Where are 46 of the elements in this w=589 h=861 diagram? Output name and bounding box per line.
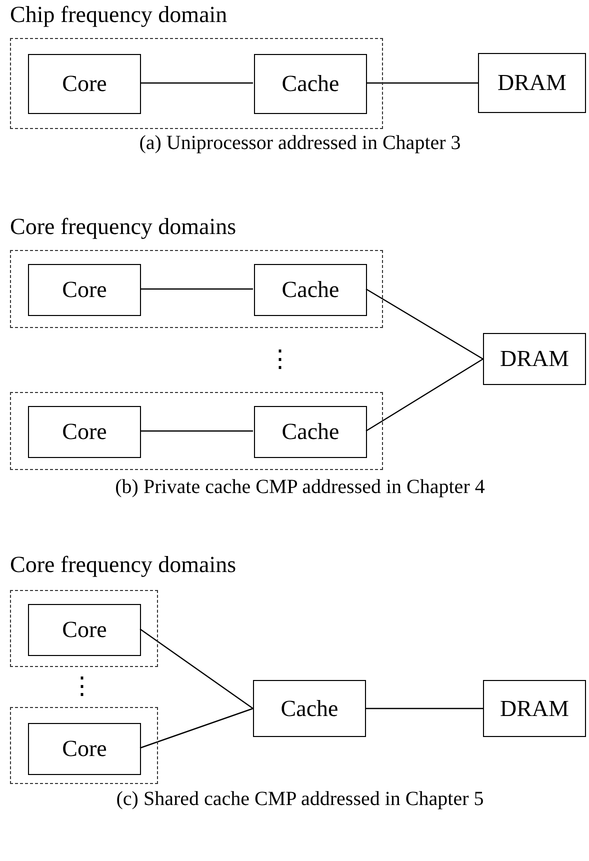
- component-box: [28, 406, 141, 458]
- component-box: [253, 680, 366, 737]
- node-label: DRAM: [497, 70, 566, 96]
- node-label: Cache: [282, 419, 340, 445]
- frequency-domain-region: [10, 38, 383, 129]
- connector-line: [366, 708, 483, 710]
- component-box: [483, 333, 586, 385]
- frequency-domain-region: [10, 707, 158, 784]
- component-box: [483, 680, 586, 737]
- figure-caption: (a) Uniprocessor addressed in Chapter 3: [139, 132, 461, 155]
- connector-line: [366, 82, 478, 84]
- node-label: Core: [62, 71, 107, 97]
- node-label: DRAM: [500, 696, 569, 722]
- connector-line: [140, 430, 253, 432]
- node-label: Cache: [282, 71, 340, 97]
- node-label: Core: [62, 736, 107, 762]
- component-box: [28, 604, 141, 656]
- ellipsis-dots: ⋮: [268, 346, 292, 374]
- node-label: Core: [62, 419, 107, 445]
- component-box: [254, 264, 367, 316]
- ellipsis-dots: ⋮: [70, 673, 94, 701]
- frequency-domain-region: [10, 590, 158, 667]
- component-box: [28, 54, 141, 114]
- connector-line: [140, 82, 253, 84]
- node-label: Cache: [280, 696, 338, 722]
- connector-line: [366, 358, 484, 432]
- component-box: [28, 723, 141, 775]
- section-heading: Core frequency domains: [10, 552, 236, 578]
- node-label: Core: [62, 277, 107, 303]
- figure-caption: (c) Shared cache CMP addressed in Chapter 5: [116, 788, 484, 811]
- frequency-domain-region: [10, 392, 383, 470]
- component-box: [478, 53, 586, 113]
- component-box: [254, 54, 367, 114]
- component-box: [28, 264, 141, 316]
- connector-line: [140, 708, 254, 749]
- node-label: DRAM: [500, 346, 569, 372]
- section-heading: Chip frequency domain: [10, 2, 228, 28]
- connector-line: [366, 288, 484, 360]
- node-label: Core: [62, 617, 107, 643]
- figure-caption: (b) Private cache CMP addressed in Chapter 4: [115, 476, 485, 499]
- connector-line: [140, 288, 253, 290]
- component-box: [254, 406, 367, 458]
- section-heading: Core frequency domains: [10, 214, 236, 240]
- node-label: Cache: [282, 277, 340, 303]
- connector-line: [140, 628, 254, 709]
- frequency-domain-region: [10, 250, 383, 328]
